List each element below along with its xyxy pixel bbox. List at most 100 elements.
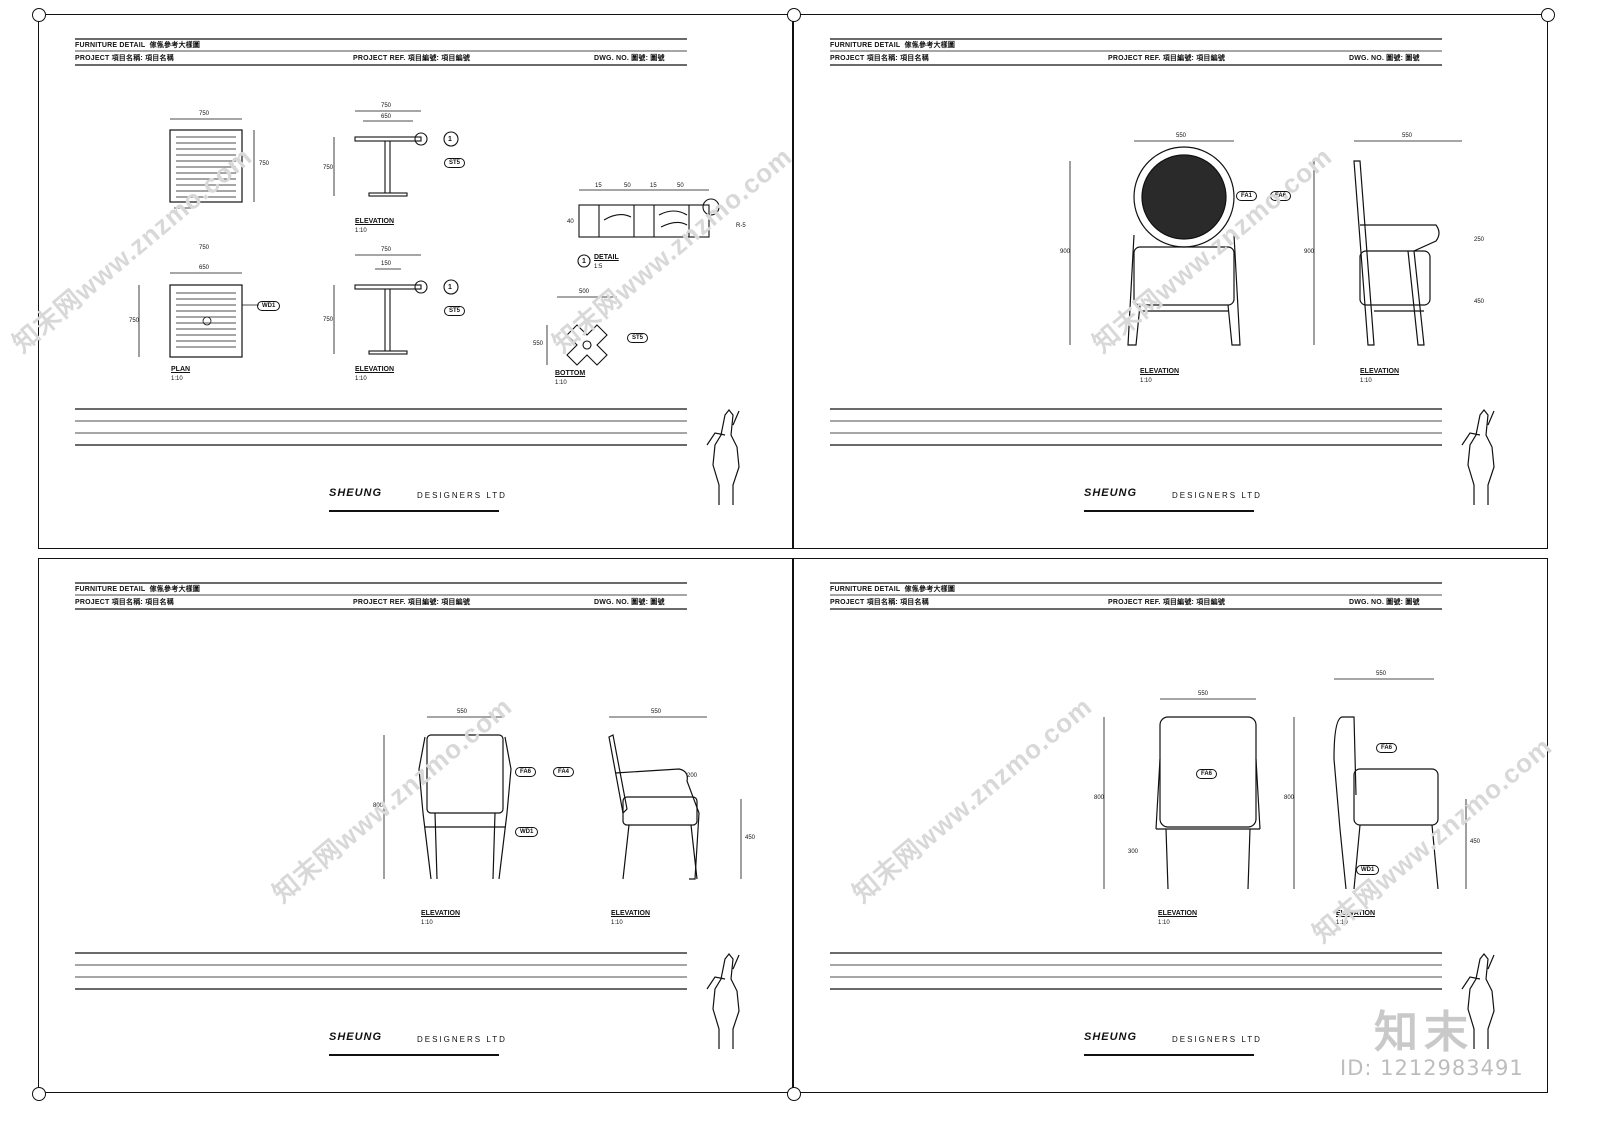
drawing-sheet-table: FURNITURE DETAIL 傢俬參考大樣圖 PROJECT 項目名稱: 項…: [38, 14, 793, 549]
header-title-zh: 傢俬參考大樣圖: [149, 586, 201, 593]
dim-plan2-height: 750: [129, 318, 140, 324]
ref-marker-2: 1: [448, 284, 453, 291]
project-field: PROJECT 項目名稱: 項目名稱: [830, 598, 929, 607]
ref-value: 項目編號: [441, 599, 471, 606]
dim-front-width: 550: [1176, 133, 1187, 139]
dwg-field: DWG. NO. 圖號: 圖號: [1349, 54, 1420, 63]
view-scale-side: 1:10: [1336, 920, 1348, 926]
radius-label: R-5: [736, 223, 746, 229]
ref-field: PROJECT REF. 項目編號: 項目編號: [1108, 598, 1225, 607]
project-field: PROJECT 項目名稱: 項目名稱: [75, 598, 174, 607]
tag-fa1: FA1: [1236, 191, 1258, 201]
dim-front-width: 550: [1198, 691, 1209, 697]
view-label-side: ELEVATION: [611, 910, 651, 917]
view-label-plan: PLAN: [171, 366, 191, 373]
tag-st5-elev2: ST5: [444, 306, 466, 316]
project-value: 項目名稱: [900, 599, 929, 606]
tag-fa6-side: FA6: [1376, 743, 1398, 753]
dwg-value: 圖號: [650, 599, 665, 606]
corner-mark: [32, 8, 46, 22]
ref-value: 項目編號: [1196, 55, 1226, 62]
dim-side-seat: 450: [745, 835, 756, 841]
dwg-label: DWG. NO. 圖號:: [594, 599, 649, 606]
header-title-en: FURNITURE DETAIL: [830, 42, 901, 49]
brand-watermark: 知末: [1374, 1008, 1474, 1057]
header-title: FURNITURE DETAIL 傢俬參考大樣圖: [830, 41, 955, 50]
sheet-linework: [75, 582, 742, 1056]
sheet-linework: [830, 582, 1495, 1056]
view-label-detail: DETAIL: [594, 254, 619, 261]
project-field: PROJECT 項目名稱: 項目名稱: [75, 54, 174, 63]
dim-elev1-inner: 650: [381, 114, 392, 120]
dim-side-height: 900: [1304, 249, 1315, 255]
view-scale-plan: 1:10: [171, 376, 183, 382]
tag-fa6: FA6: [515, 767, 537, 777]
dim-side-seat: 450: [1474, 299, 1485, 305]
ref-label: PROJECT REF. 項目編號:: [1108, 55, 1195, 62]
header-title: FURNITURE DETAIL 傢俬參考大樣圖: [830, 585, 955, 594]
company-logo-sub: DESIGNERS LTD: [417, 491, 507, 500]
corner-mark: [787, 1087, 801, 1101]
project-label: PROJECT 項目名稱:: [830, 599, 898, 606]
header-title-en: FURNITURE DETAIL: [830, 586, 901, 593]
corner-mark: [787, 8, 801, 22]
dim-detail-a: 15: [595, 183, 602, 189]
company-logo-sub: DESIGNERS LTD: [1172, 1035, 1262, 1044]
dwg-label: DWG. NO. 圖號:: [1349, 599, 1404, 606]
dim-detail-d: 50: [677, 183, 684, 189]
dim-side-width: 550: [1402, 133, 1413, 139]
dim-front-width: 550: [457, 709, 468, 715]
ref-value: 項目編號: [441, 55, 471, 62]
header-title-zh: 傢俬參考大樣圖: [149, 42, 201, 49]
view-scale-front: 1:10: [1158, 920, 1170, 926]
company-logo: SHEUNG: [1084, 1031, 1138, 1043]
view-scale-front: 1:10: [421, 920, 433, 926]
header-title: FURNITURE DETAIL 傢俬參考大樣圖: [75, 41, 200, 50]
dwg-label: DWG. NO. 圖號:: [594, 55, 649, 62]
image-id-watermark: ID: 1212983491: [1340, 1056, 1524, 1080]
view-label-front: ELEVATION: [1158, 910, 1198, 917]
dwg-value: 圖號: [650, 55, 665, 62]
header-title-zh: 傢俬參考大樣圖: [904, 586, 956, 593]
tag-wd1-plan: WD1: [257, 301, 281, 311]
dim-side-width: 550: [651, 709, 662, 715]
ref-field: PROJECT REF. 項目編號: 項目編號: [353, 598, 470, 607]
drawing-sheet-lounge-chair: FURNITURE DETAIL 傢俬參考大樣圖 PROJECT 項目名稱: 項…: [793, 558, 1548, 1093]
sheet-linework: [75, 38, 740, 512]
tag-st5-bottom: ST5: [627, 333, 649, 343]
ref-marker-1: 1: [448, 136, 453, 143]
dwg-label: DWG. NO. 圖號:: [1349, 55, 1404, 62]
project-value: 項目名稱: [145, 599, 174, 606]
company-logo: SHEUNG: [329, 487, 383, 499]
tag-st5-elev1: ST5: [444, 158, 466, 168]
view-scale-side: 1:10: [611, 920, 623, 926]
drawing-sheet-armchair: FURNITURE DETAIL 傢俬參考大樣圖 PROJECT 項目名稱: 項…: [38, 558, 793, 1093]
view-label-elev1: ELEVATION: [355, 218, 395, 225]
dwg-field: DWG. NO. 圖號: 圖號: [1349, 598, 1420, 607]
company-logo: SHEUNG: [329, 1031, 383, 1043]
dim-elev2-width: 750: [381, 247, 392, 253]
dwg-field: DWG. NO. 圖號: 圖號: [594, 598, 665, 607]
view-label-side: ELEVATION: [1360, 368, 1400, 375]
header-title-zh: 傢俬參考大樣圖: [904, 42, 956, 49]
company-logo-sub: DESIGNERS LTD: [1172, 491, 1262, 500]
header-title: FURNITURE DETAIL 傢俬參考大樣圖: [75, 585, 200, 594]
view-scale-elev2: 1:10: [355, 376, 367, 382]
header-title-en: FURNITURE DETAIL: [75, 586, 146, 593]
dim-front-height: 800: [373, 803, 384, 809]
project-value: 項目名稱: [900, 55, 929, 62]
view-label-front: ELEVATION: [421, 910, 461, 917]
view-scale-side: 1:10: [1360, 378, 1372, 384]
project-value: 項目名稱: [145, 55, 174, 62]
view-scale-front: 1:10: [1140, 378, 1152, 384]
dim-side-width: 550: [1376, 671, 1387, 677]
dim-elev2-stem: 150: [381, 261, 392, 267]
dim-detail-c: 15: [650, 183, 657, 189]
dim-front-height: 800: [1094, 795, 1105, 801]
dim-elev1-width: 750: [381, 103, 392, 109]
company-logo: SHEUNG: [1084, 487, 1138, 499]
tag-fa6: FA6: [1270, 191, 1292, 201]
view-label-front: ELEVATION: [1140, 368, 1180, 375]
view-label-side: ELEVATION: [1336, 910, 1376, 917]
dim-detail-b: 50: [624, 183, 631, 189]
